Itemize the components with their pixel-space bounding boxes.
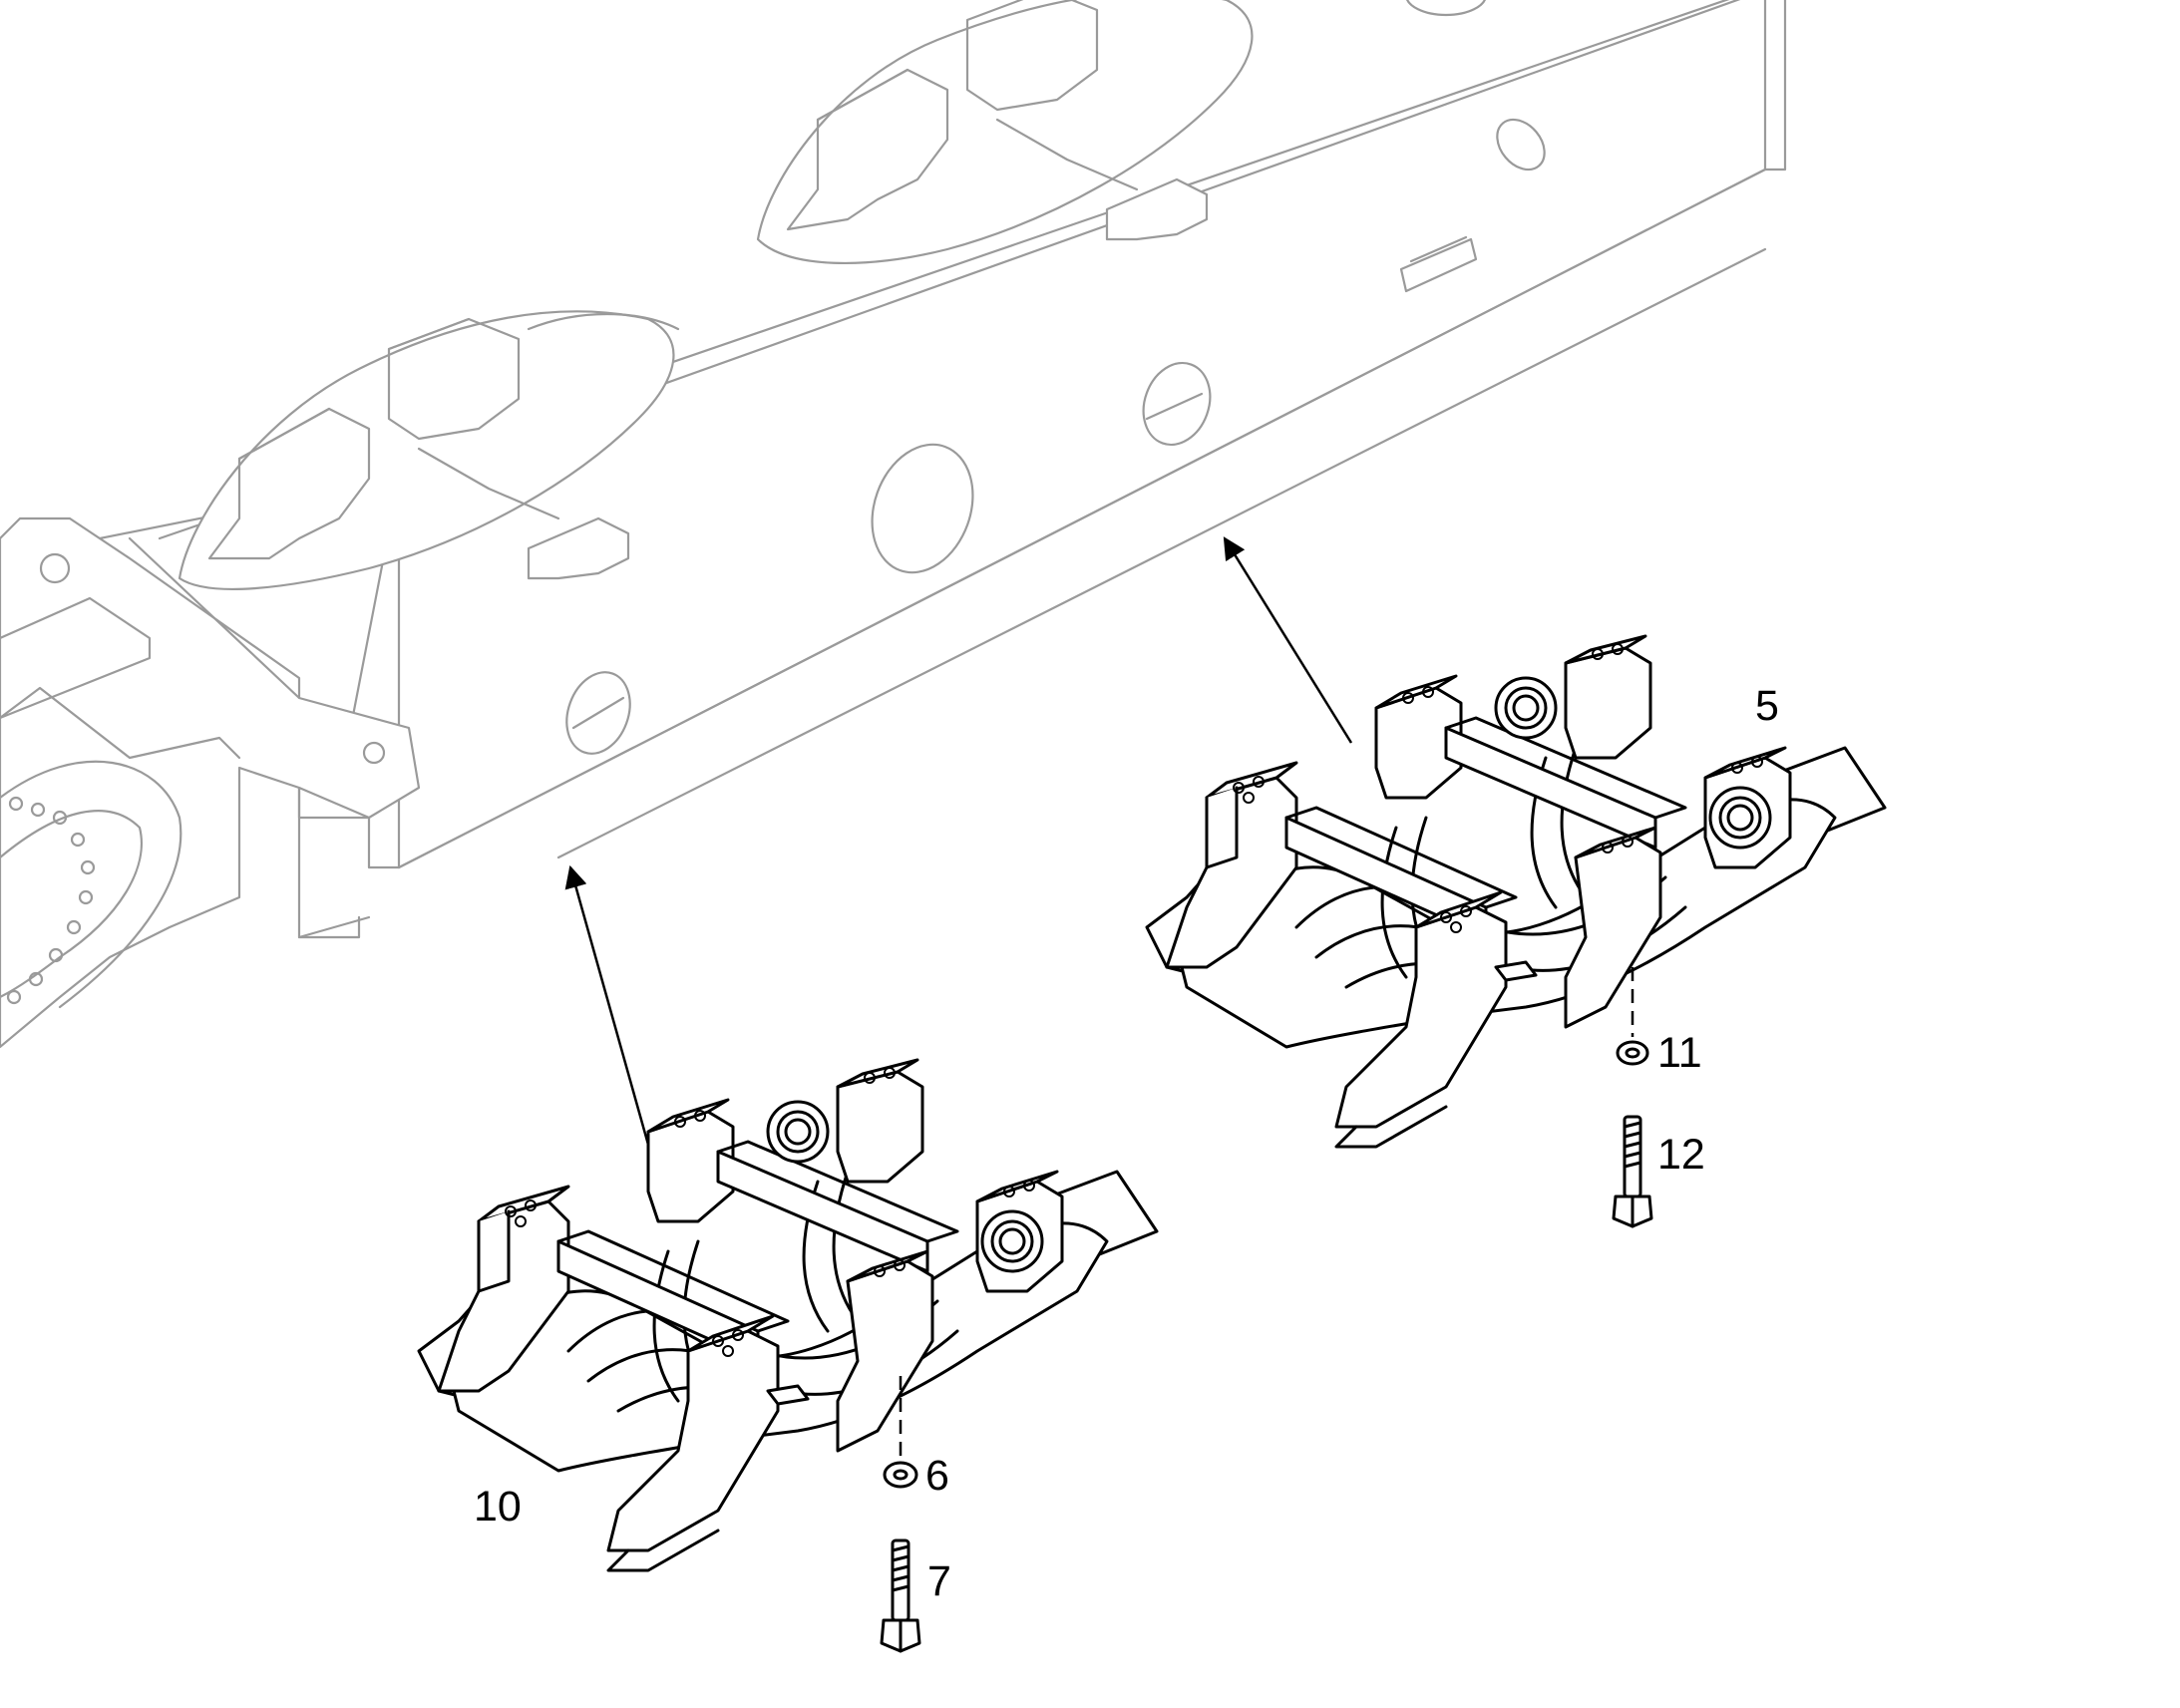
bolt-12 [1612,1115,1653,1228]
callout-7: 7 [927,1557,951,1605]
frame-assembly [0,0,1787,1049]
washer-11 [1616,1040,1649,1066]
callout-12: 12 [1657,1131,1705,1179]
washer-6 [883,1461,918,1489]
arrow-lower-guard [564,864,652,1153]
callout-5: 5 [1755,682,1779,730]
callout-10: 10 [474,1483,522,1531]
assembly-arrows [564,536,1353,1153]
fastener-set-6-7 [880,1376,921,1653]
track-guard-assembly-10 [417,1058,1159,1572]
bolt-7 [880,1538,921,1653]
fastener-set-11-12 [1612,967,1653,1228]
arrow-upper-guard [1223,536,1353,744]
callout-6: 6 [925,1452,949,1500]
callout-11: 11 [1657,1029,1702,1077]
